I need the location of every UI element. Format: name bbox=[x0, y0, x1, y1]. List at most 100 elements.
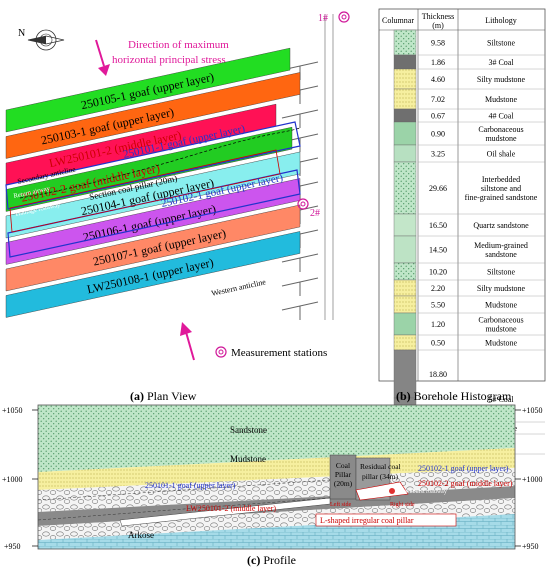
borehole-lithology: Siltstone bbox=[487, 39, 515, 48]
y-tick-1050-left: +1050 bbox=[2, 406, 23, 415]
borehole-thickness: 2.20 bbox=[431, 284, 445, 293]
coal-pillar-block bbox=[329, 454, 357, 500]
borehole-column-segment bbox=[393, 108, 417, 123]
borehole-column-segment bbox=[393, 279, 417, 297]
goaf-band bbox=[5, 204, 301, 292]
borehole-thickness: 16.50 bbox=[429, 221, 447, 230]
borehole-lithology: sandstone bbox=[485, 250, 517, 259]
borehole-lithology: Oil shale bbox=[487, 150, 516, 159]
borehole-lithology: 5# Coal bbox=[488, 395, 514, 404]
goaf-band bbox=[5, 151, 301, 239]
borehole-thickness: 29.66 bbox=[429, 184, 447, 193]
y-tick-1050-right: +1050 bbox=[522, 406, 543, 415]
borehole-column-segment bbox=[393, 121, 417, 146]
col-header-thickness: Thickness bbox=[422, 12, 454, 21]
borehole-lithology: Mudstone bbox=[485, 301, 517, 310]
profile-lw-middle: LW250101-2 (middle layer) bbox=[186, 504, 276, 513]
borehole-column-segment bbox=[393, 144, 417, 163]
borehole-column-segment bbox=[393, 295, 417, 314]
anticline-line bbox=[19, 127, 301, 199]
profile-goaf-middle-right: 250102-2 goaf (middle layer) bbox=[418, 479, 513, 488]
col-header-columnar: Columnar bbox=[382, 16, 414, 25]
right-side-label: Right side bbox=[390, 502, 415, 508]
borehole-column-segment bbox=[393, 54, 417, 70]
north-label: N bbox=[18, 28, 25, 39]
residual-pillar-label-2: pillar (34m) bbox=[362, 472, 399, 481]
borehole-thickness: 3.25 bbox=[431, 150, 445, 159]
l-shaped-pillar-label: L-shaped irregular coal pillar bbox=[320, 516, 414, 525]
borehole-lithology: Silty mudstone bbox=[477, 75, 526, 84]
legend-station-icon bbox=[215, 346, 227, 358]
borehole-lithology: Carbonaceous bbox=[478, 125, 523, 134]
stress-arrow-icon bbox=[95, 39, 195, 361]
goaf-band bbox=[5, 72, 301, 159]
coal-pillar-label-3: (20m) bbox=[334, 479, 353, 488]
y-tick-1000-right: +1000 bbox=[522, 475, 543, 484]
y-tick-950-left: +950 bbox=[4, 542, 21, 551]
plan-view: N Direction of maximum horizontal princi… bbox=[5, 11, 350, 361]
stress-label-line2: horizontal principal stress bbox=[112, 54, 226, 66]
stress-label-line1: Direction of maximum bbox=[128, 39, 229, 51]
station-2-label: 2# bbox=[310, 208, 320, 219]
mudstone-label: Mudstone bbox=[230, 454, 266, 464]
y-tick-950-right: +950 bbox=[522, 542, 539, 551]
sandstone-label: Sandstone bbox=[230, 425, 267, 435]
borehole-column-segment bbox=[393, 68, 417, 90]
borehole-column-segment bbox=[393, 161, 417, 215]
borehole-thickness: 1.20 bbox=[431, 320, 445, 329]
borehole-column-segment bbox=[393, 29, 417, 56]
borehole-column-segment bbox=[393, 88, 417, 110]
borehole-lithology: Silty mudstone bbox=[477, 284, 526, 293]
coal-pillar-label-1: Coal bbox=[336, 461, 350, 470]
borehole-lithology: Mudstone bbox=[485, 339, 517, 348]
overlay-250101-1-outline bbox=[5, 121, 301, 210]
station-1-label: 1# bbox=[318, 13, 328, 24]
left-side-label: Left side bbox=[330, 501, 351, 508]
coal-pillar-label-2: Pillar bbox=[335, 470, 352, 479]
station-2-icon bbox=[297, 198, 309, 210]
borehole-lithology: fine-grained sandstone bbox=[465, 193, 538, 202]
caption-borehole: (b) Borehole Histogram bbox=[396, 389, 512, 403]
borehole-column-segment bbox=[393, 213, 417, 237]
borehole-thickness: 9.58 bbox=[431, 39, 445, 48]
borehole-lithology: Interbedded bbox=[482, 175, 520, 184]
borehole-thickness: 14.50 bbox=[429, 246, 447, 255]
borehole-lithology: 3# Coal bbox=[488, 58, 514, 67]
arkose-label: Arkose bbox=[128, 530, 154, 540]
rockburst-roadway-icon bbox=[389, 488, 395, 494]
legend-label: Measurement stations bbox=[231, 347, 327, 359]
goaf-band bbox=[5, 126, 293, 212]
borehole-column-segment bbox=[393, 334, 417, 351]
goaf-band bbox=[5, 231, 301, 318]
borehole-column-segment bbox=[393, 312, 417, 336]
caption-profile: (c) Profile bbox=[247, 553, 296, 567]
y-tick-1000-left: +1000 bbox=[2, 475, 23, 484]
borehole-lithology: mudstone bbox=[485, 325, 517, 334]
borehole-thickness: 0.90 bbox=[431, 130, 445, 139]
goaf-band bbox=[5, 47, 291, 133]
profile: +1050 +1000 +950 +1050 +1000 +950 Sandst… bbox=[2, 404, 543, 551]
western-anticline-label: Western anticline bbox=[211, 277, 268, 298]
borehole-lithology: Quartz sandstone bbox=[473, 221, 529, 230]
borehole-lithology: Carbonaceous bbox=[478, 316, 523, 325]
borehole-column-segment bbox=[393, 262, 417, 281]
residual-pillar-label-1: Residual coal bbox=[360, 462, 401, 471]
borehole-thickness: 18.80 bbox=[429, 370, 447, 379]
profile-goaf-upper-left: 250101-1 goaf (upper layer) bbox=[145, 481, 236, 490]
borehole-thickness: 0.50 bbox=[431, 339, 445, 348]
borehole-lithology: mudstone bbox=[485, 134, 517, 143]
borehole-thickness: 1.86 bbox=[431, 58, 445, 67]
borehole-thickness: 10.20 bbox=[429, 268, 447, 277]
borehole-lithology: 4# Coal bbox=[488, 112, 514, 121]
station-1-icon bbox=[338, 11, 350, 23]
col-header-thickness-unit: (m) bbox=[432, 21, 444, 30]
borehole-thickness: 5.50 bbox=[431, 301, 445, 310]
borehole-column-segment bbox=[393, 235, 417, 264]
caption-plan-view: (a) Plan View bbox=[130, 389, 197, 403]
borehole-thickness: 4.60 bbox=[431, 75, 445, 84]
borehole-lithology: Siltstone bbox=[487, 268, 515, 277]
borehole-thickness: 0.67 bbox=[431, 112, 445, 121]
north-arrow-icon: N bbox=[18, 28, 65, 51]
